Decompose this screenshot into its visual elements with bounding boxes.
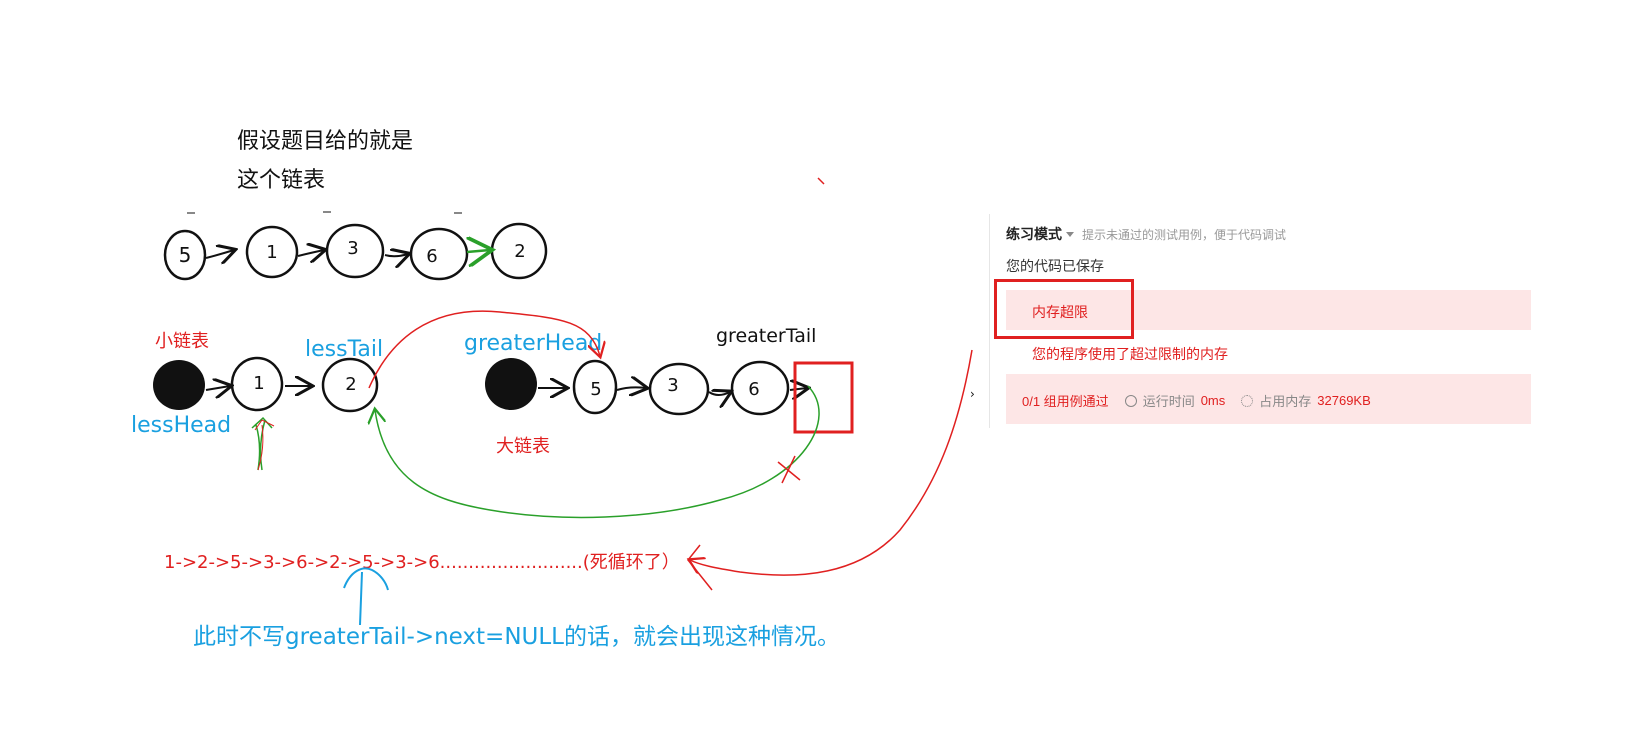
result-row: 0/1 组用例通过 运行时间 0ms 占用内存 32769KB (1022, 391, 1371, 410)
greater-node-1-label: 3 (667, 375, 678, 396)
original-list: 5 1 3 6 2 (163, 222, 548, 281)
saved-status: 您的代码已保存 (1006, 258, 1104, 274)
greater-arrow-2 (708, 392, 730, 395)
less-node-1 (321, 357, 379, 413)
dash-marks (187, 211, 462, 214)
mode-hint: 提示未通过的测试用例，便于代码调试 (1082, 228, 1287, 242)
greater-node-2 (730, 360, 790, 416)
panel-pointer-tail (687, 544, 713, 591)
memory-value: 32769KB (1317, 393, 1371, 408)
mode-select[interactable]: 练习模式 (1006, 226, 1062, 242)
greater-node-0-label: 5 (590, 379, 601, 400)
less-tail-label: lessTail (305, 337, 383, 362)
small-list-label: 小链表 (155, 331, 209, 352)
less-arrow-0 (205, 386, 230, 390)
link-red-curve (368, 310, 600, 389)
explanation-text: 此时不写greaterTail->next=NULL的话，就会出现这种情况。 (193, 624, 840, 650)
greater-dummy-node (485, 358, 537, 410)
greater-node-1 (648, 362, 710, 416)
error-banner: 内存超限 (1006, 290, 1531, 330)
orig-node-3-label: 6 (426, 246, 437, 267)
greater-tail-label: greaterTail (716, 325, 816, 347)
less-node-0-label: 1 (253, 373, 264, 394)
runtime-value: 0ms (1200, 393, 1226, 408)
less-head-label: lessHead (131, 413, 231, 438)
error-title: 内存超限 (1032, 304, 1088, 320)
cases-passed: 0/1 组用例通过 (1022, 394, 1109, 409)
orig-node-0-label: 5 (179, 243, 192, 267)
big-list: greaterHead greaterTail 大链表 5 3 6 (464, 325, 854, 457)
runtime-label: 运行时间 (1142, 394, 1195, 409)
panel-pointer-curve (690, 349, 973, 576)
judge-result-panel: 练习模式 提示未通过的测试用例，便于代码调试 您的代码已保存 内存超限 您的程序使… (990, 214, 1531, 434)
orig-node-0 (163, 229, 207, 281)
error-message: 您的程序使用了超过限制的内存 (1032, 346, 1228, 362)
memory-icon (1241, 394, 1254, 407)
less-dummy-node (153, 360, 205, 410)
orig-arrow-3 (467, 250, 490, 252)
orig-arrow-1 (297, 250, 324, 256)
orig-node-4-label: 2 (514, 241, 525, 262)
chevron-down-icon[interactable] (1066, 232, 1074, 237)
mode-row: 练习模式 提示未通过的测试用例，便于代码调试 (1006, 224, 1286, 244)
orig-arrow-0 (205, 250, 234, 258)
memory-label: 占用内存 (1259, 394, 1312, 409)
cross-mark (777, 455, 801, 484)
greater-arrow-3 (789, 388, 807, 390)
less-head-pointer (251, 416, 273, 471)
tick-mark (817, 177, 825, 185)
less-node-0 (230, 356, 284, 412)
blue-pointer (343, 567, 389, 626)
panel-divider (989, 214, 990, 428)
loop-green-curve (375, 385, 820, 519)
loop-sequence-text: 1->2->5->3->6->2->5->3->6...............… (164, 552, 680, 573)
small-list: 小链表 lessTail lessHead 1 2 (131, 331, 383, 471)
less-head-pointer-red (254, 419, 275, 471)
orig-node-2-label: 3 (347, 238, 358, 259)
greater-node-0 (572, 359, 618, 415)
orig-node-3 (409, 227, 469, 281)
greater-head-label: greaterHead (464, 331, 602, 356)
less-node-1-label: 2 (345, 374, 356, 395)
header-line-2: 这个链表 (237, 168, 325, 193)
clock-icon (1124, 394, 1137, 407)
stray-mark: › (970, 387, 975, 401)
result-summary: 0/1 组用例通过 运行时间 0ms 占用内存 32769KB (1006, 374, 1531, 424)
greater-arrow-1 (616, 387, 646, 390)
header-line-1: 假设题目给的就是 (237, 129, 413, 154)
greater-node-2-label: 6 (748, 379, 759, 400)
orig-node-1 (245, 225, 299, 279)
big-list-label: 大链表 (496, 436, 550, 457)
orig-arrow-2 (384, 254, 408, 256)
orig-node-1-label: 1 (266, 242, 277, 263)
greater-tail-box (793, 361, 854, 434)
error-highlight-box (994, 279, 1134, 339)
